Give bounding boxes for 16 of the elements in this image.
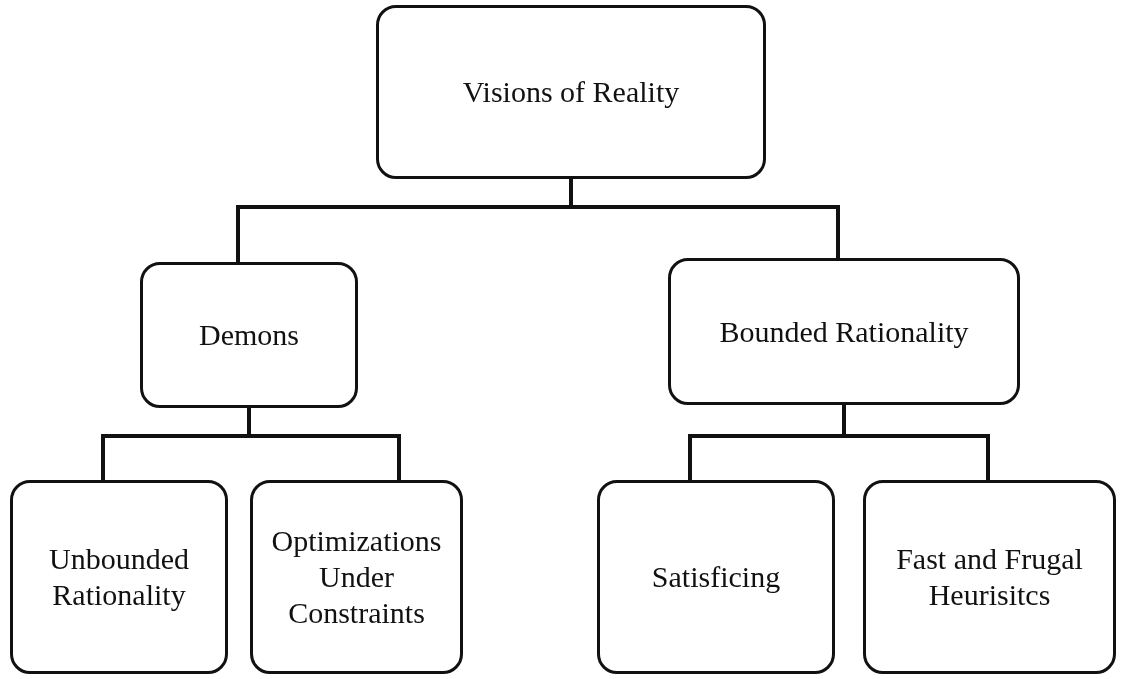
node-label: Visions of Reality [462, 74, 680, 110]
connector-line [247, 408, 401, 480]
node-label: Unbounded Rationality [48, 541, 190, 613]
rounded-box [10, 480, 228, 674]
rounded-box [863, 480, 1116, 674]
rounded-box [250, 480, 463, 674]
rounded-box [140, 262, 358, 408]
rounded-box [668, 258, 1020, 405]
rounded-box [376, 5, 766, 179]
node-label: Demons [199, 317, 299, 353]
node-label: Satisficing [651, 559, 781, 595]
connector-line [842, 405, 990, 480]
node-label: Bounded Rationality [719, 313, 969, 350]
node-label: Optimizations Under Constraints [270, 523, 443, 631]
node-label: Fast and Frugal Heurisitcs [895, 541, 1084, 613]
rounded-box [597, 480, 835, 674]
